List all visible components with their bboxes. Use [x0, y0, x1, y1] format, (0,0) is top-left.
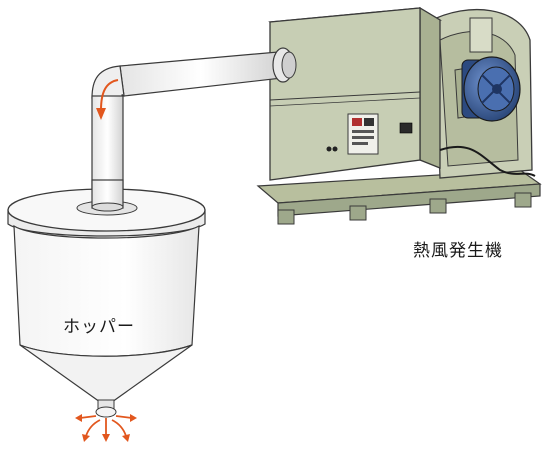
hopper — [7, 188, 206, 418]
blower-motor — [461, 56, 521, 122]
control-panel — [326, 113, 413, 155]
heater-label: 熱風発生機 — [413, 241, 503, 261]
curved-arrow-down-icon — [96, 79, 119, 120]
hopper-label: ホッパー — [63, 317, 135, 337]
power-cable — [439, 145, 536, 177]
skid-base — [256, 169, 542, 225]
heater-cabinet — [268, 6, 442, 181]
outflow-arrows-icon — [75, 414, 137, 442]
hot-air-generator — [256, 6, 542, 225]
duct-inlet-segment — [91, 179, 124, 209]
